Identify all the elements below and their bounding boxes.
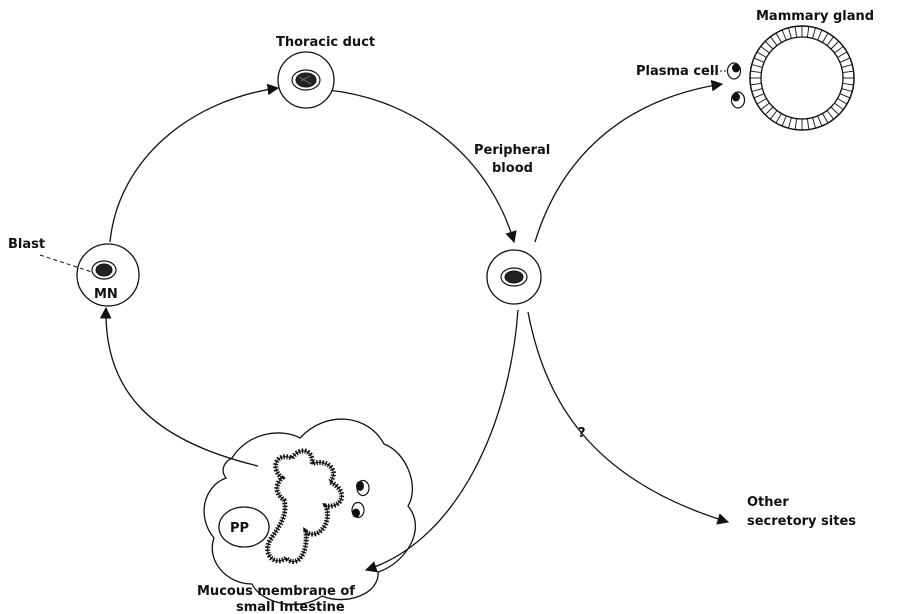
plasma-cell-mucosa-1: [356, 481, 369, 496]
arrow-intestine-to-mn: [106, 308, 258, 466]
mn-label: MN: [94, 287, 118, 302]
mucous-membrane-label-line2: small intestine: [236, 600, 345, 614]
blast-label: Blast: [8, 237, 45, 252]
peripheral-blood-cell: [487, 250, 541, 304]
mucous-membrane-label-line1: Mucous membrane of: [197, 584, 355, 599]
pp-label: PP: [230, 521, 249, 536]
peripheral-blood-label-line1: Peripheral: [474, 143, 550, 158]
mammary-gland-acinus: [750, 26, 854, 130]
plasma-cell-mammary-1: [728, 63, 741, 79]
other-sites-label-line2: secretory sites: [747, 514, 856, 529]
arrow-blood-to-intestine: [366, 310, 518, 570]
thoracic-duct-cell: [278, 52, 334, 108]
unknown-route-question-mark: ?: [578, 426, 586, 441]
mammary-gland-label: Mammary gland: [756, 9, 874, 24]
thoracic-duct-label: Thoracic duct: [276, 35, 375, 50]
other-sites-label-line1: Other: [747, 495, 789, 510]
peripheral-blood-label-line2: blood: [492, 161, 533, 176]
plasma-cell-label: Plasma cell: [636, 64, 719, 79]
arrow-thoracic-duct-to-blood: [328, 90, 514, 242]
plasma-cell-mucosa-2: [352, 503, 364, 518]
plasma-cell-mammary-2: [732, 92, 745, 108]
arrow-blood-to-other-sites: [528, 312, 728, 522]
intestinal-mucosa: [204, 419, 415, 604]
arrow-blood-to-mammary: [535, 84, 722, 242]
arrow-mn-to-thoracic-duct: [110, 88, 278, 242]
